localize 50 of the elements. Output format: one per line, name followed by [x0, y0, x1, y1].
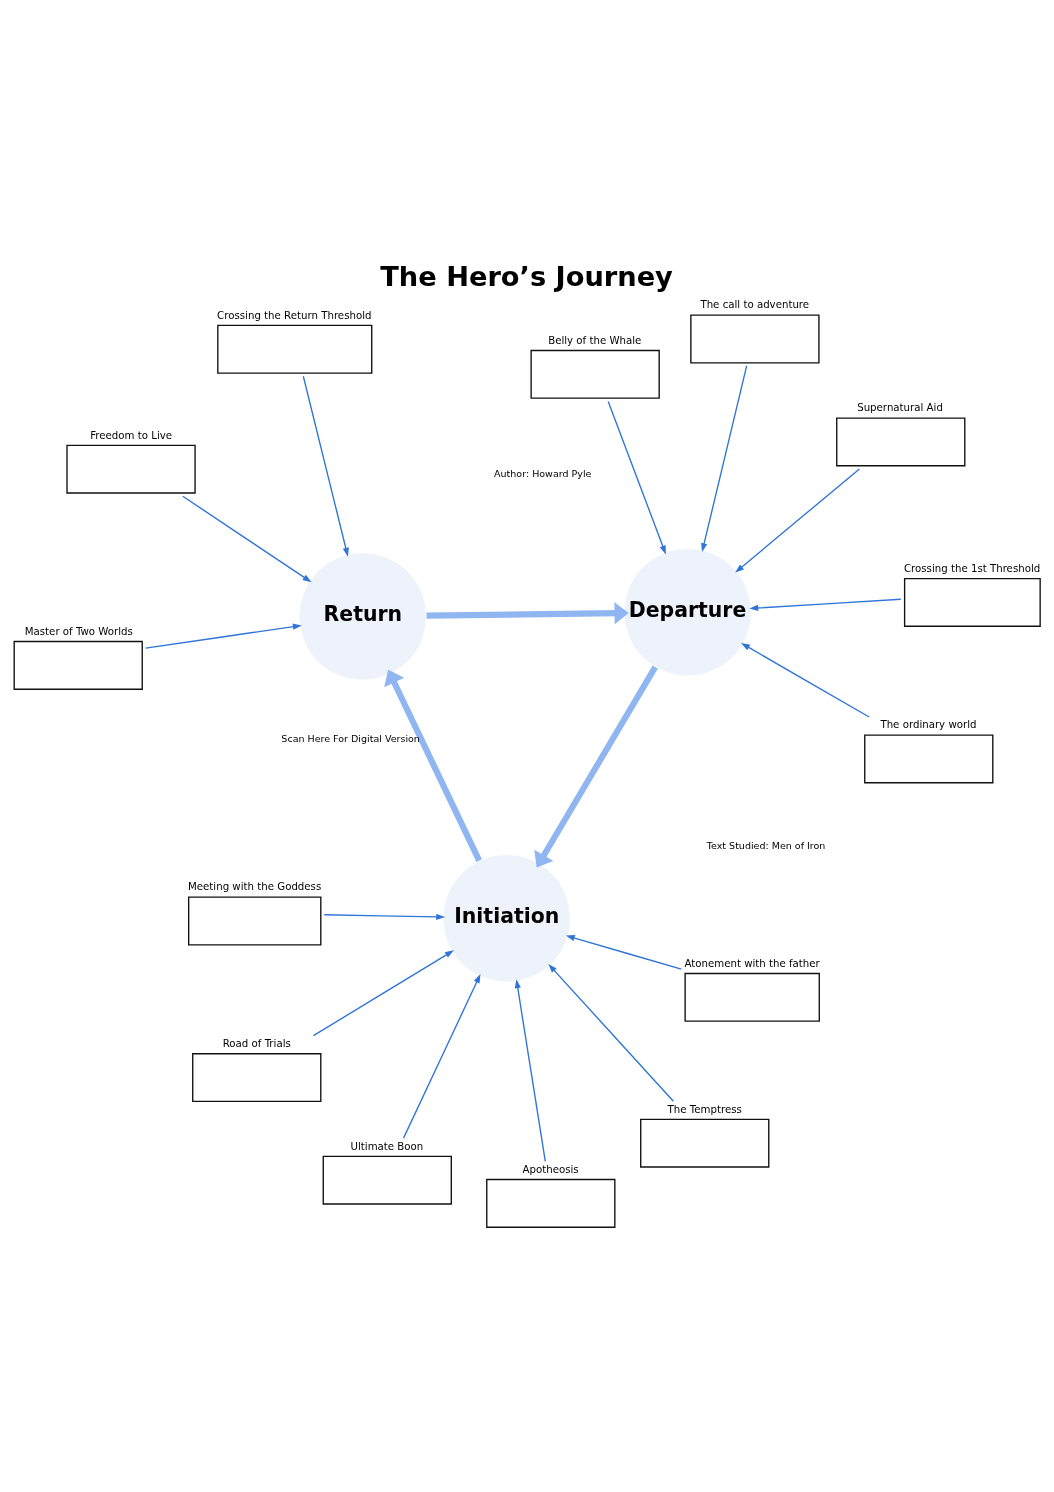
- label: Scan Here For Digital Version: [281, 733, 420, 745]
- arrow: [514, 979, 546, 1162]
- node-box: [836, 417, 966, 467]
- arrow: [426, 602, 629, 625]
- arrow: [741, 643, 870, 718]
- node-box: [217, 324, 373, 374]
- arrow: [607, 400, 666, 555]
- node-box: [530, 349, 660, 399]
- node-label: Crossing the Return Threshold: [217, 309, 372, 321]
- node-label: Crossing the 1st Threshold: [903, 562, 1041, 574]
- node-label: Freedom to Live: [90, 429, 173, 441]
- node-label: Road of Trials: [222, 1037, 291, 1049]
- node-label: Supernatural Aid: [857, 402, 943, 414]
- node-circle: Return: [298, 552, 427, 681]
- arrow: [182, 495, 312, 583]
- arrow: [323, 913, 446, 920]
- arrow: [534, 665, 658, 868]
- arrow: [384, 669, 482, 862]
- node-box: [864, 734, 994, 784]
- arrow: [548, 963, 675, 1102]
- node-box: [13, 640, 143, 690]
- node-label: Ultimate Boon: [350, 1140, 424, 1152]
- arrow: [312, 950, 454, 1037]
- node-label: Atonement with the father: [684, 957, 820, 969]
- arrow: [749, 598, 902, 612]
- node-label: The call to adventure: [700, 299, 810, 311]
- arrow: [701, 365, 748, 553]
- node-label: Meeting with the Goddess: [188, 881, 322, 893]
- node-box: [690, 314, 820, 364]
- diagram-title: The Hero’s Journey: [380, 260, 673, 292]
- node-box: [66, 444, 196, 494]
- node-box: [640, 1118, 770, 1168]
- arrow: [565, 935, 682, 970]
- node-box: [903, 577, 1041, 627]
- arrow: [302, 375, 349, 557]
- arrow: [402, 974, 481, 1139]
- arrow: [735, 468, 861, 573]
- node-box: [188, 896, 322, 946]
- node-label: Apotheosis: [522, 1163, 579, 1175]
- node-label: The ordinary world: [880, 719, 977, 731]
- node-box: [322, 1155, 452, 1205]
- label: Author: Howard Pyle: [494, 467, 592, 479]
- node-label: Belly of the Whale: [548, 334, 642, 346]
- node-label: The Temptress: [667, 1103, 742, 1115]
- node-box: [486, 1178, 616, 1228]
- node-label: Master of Two Worlds: [24, 625, 133, 637]
- node-box: [192, 1053, 322, 1103]
- node-box: [684, 972, 820, 1022]
- label: Text Studied: Men of Iron: [706, 839, 826, 851]
- arrow: [144, 623, 302, 649]
